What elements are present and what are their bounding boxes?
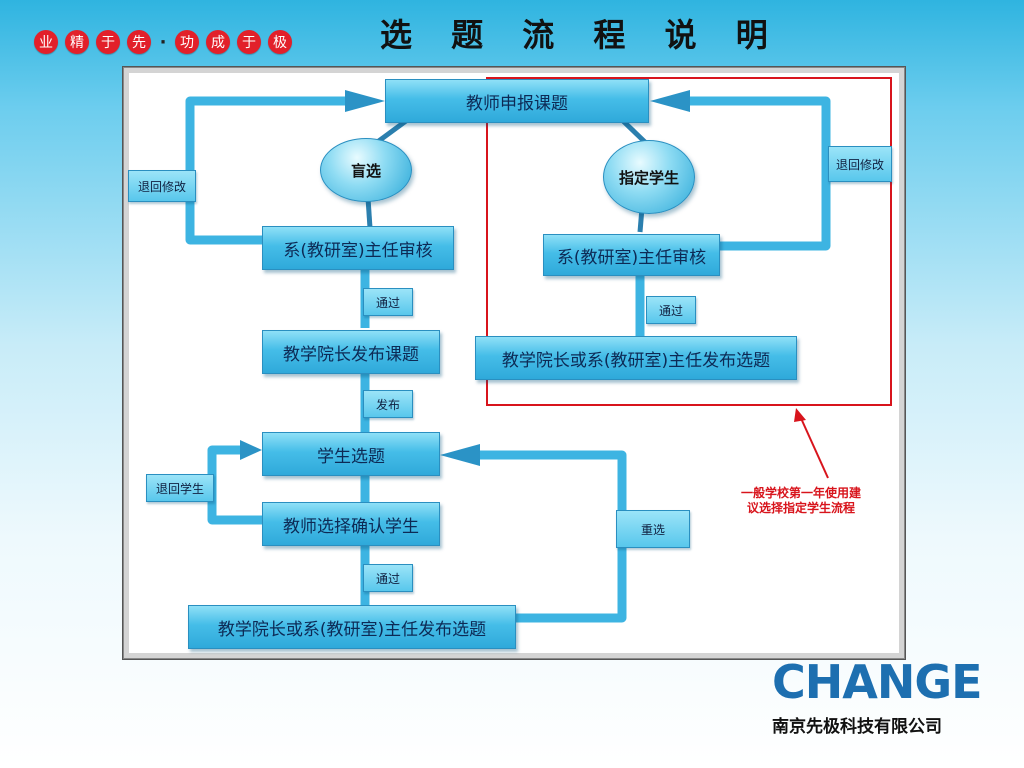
circle-assign-student: 指定学生 <box>603 140 695 214</box>
label-return-left: 退回修改 <box>128 170 196 202</box>
box-teacher-submit: 教师申报课题 <box>385 79 649 123</box>
loop-right <box>690 96 831 251</box>
arrowhead-top-right <box>650 90 690 112</box>
motto-char: 精 <box>65 30 89 54</box>
motto-char: 于 <box>96 30 120 54</box>
company-name: 南京先极科技有限公司 <box>772 717 942 737</box>
highlight-frame <box>486 77 892 406</box>
motto: 业 精 于 先 · 功 成 于 极 <box>34 30 292 54</box>
label-pass-1: 通过 <box>363 288 413 316</box>
note-pointer <box>799 415 829 479</box>
box-left-publish: 教学院长发布课题 <box>262 330 440 374</box>
box-teacher-confirm: 教师选择确认学生 <box>262 502 440 546</box>
motto-dot: · <box>159 31 167 53</box>
label-return-right: 退回修改 <box>828 146 892 182</box>
arrowhead-student-left <box>240 440 262 460</box>
arrowheads <box>240 90 690 466</box>
arrowhead-top-left <box>345 90 385 112</box>
change-logo: CHANGE <box>772 655 983 709</box>
note-pointer-head <box>794 408 806 422</box>
box-final-publish: 教学院长或系(教研室)主任发布选题 <box>188 605 516 649</box>
line-circle-left-review <box>365 197 373 229</box>
box-student-select: 学生选题 <box>262 432 440 476</box>
box-right-review: 系(教研室)主任审核 <box>543 234 720 276</box>
motto-char: 极 <box>268 30 292 54</box>
note-line-2: 议选择指定学生流程 <box>746 501 855 515</box>
motto-char: 先 <box>127 30 151 54</box>
label-pass-3: 通过 <box>363 564 413 592</box>
box-right-publish: 教学院长或系(教研室)主任发布选题 <box>475 336 797 380</box>
note-line-1: 一般学校第一年使用建 <box>740 486 861 500</box>
page-title: 选 题 流 程 说 明 <box>380 16 782 54</box>
label-pass-2: 通过 <box>646 296 696 324</box>
loop-student <box>207 445 262 525</box>
arrowhead-reselect <box>440 444 480 466</box>
motto-char: 成 <box>206 30 230 54</box>
note-recommendation: 一般学校第一年使用建 议选择指定学生流程 <box>726 486 876 516</box>
motto-char: 于 <box>237 30 261 54</box>
loop-reselect <box>480 450 627 623</box>
label-return-student: 退回学生 <box>146 474 214 502</box>
motto-char: 功 <box>175 30 199 54</box>
label-reselect: 重选 <box>616 510 690 548</box>
circle-blind-select: 盲选 <box>320 138 412 202</box>
label-publish: 发布 <box>363 390 413 418</box>
box-left-review: 系(教研室)主任审核 <box>262 226 454 270</box>
motto-char: 业 <box>34 30 58 54</box>
